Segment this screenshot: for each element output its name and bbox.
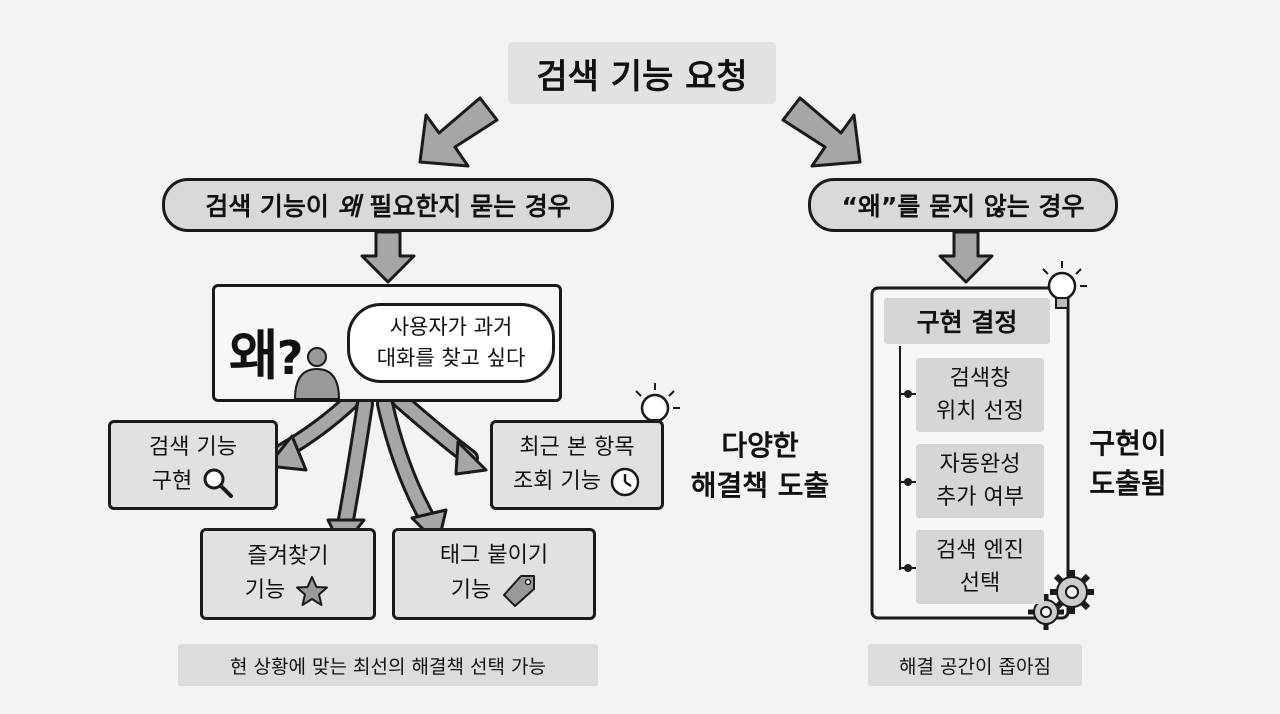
implementation-derived-line-1: 구현이 bbox=[1089, 427, 1167, 460]
gears-icon bbox=[1028, 570, 1094, 630]
impl-item-3-line-2: 선택 bbox=[959, 571, 1001, 596]
option-recent-row-2: 조회 기능 bbox=[513, 465, 641, 499]
star-icon bbox=[296, 576, 329, 606]
lightbulb-icon bbox=[1042, 261, 1087, 309]
impl-item-3-line-1: 검색 엔진 bbox=[936, 538, 1024, 563]
option-favorites-line-2: 기능 bbox=[244, 578, 286, 603]
arrow-right-pill-down bbox=[938, 230, 994, 284]
left-header-emphasis: 왜 bbox=[337, 192, 361, 221]
option-tags-line-1: 태그 붙이기 bbox=[439, 543, 549, 568]
diverse-solutions-line-1: 다양한 bbox=[721, 429, 799, 462]
person-icon bbox=[293, 347, 341, 400]
impl-bullets bbox=[900, 390, 916, 572]
bubble-line-2: 대화를 찾고 싶다 bbox=[376, 346, 526, 370]
option-tags: 태그 붙이기 기능 bbox=[392, 528, 596, 620]
clock-icon bbox=[610, 467, 640, 497]
arrow-left-pill-down bbox=[360, 230, 416, 284]
left-header-after: 필요한지 묻는 경우 bbox=[360, 192, 571, 221]
diverse-solutions-line-2: 해결책 도출 bbox=[690, 469, 830, 502]
option-tags-row-2: 기능 bbox=[451, 573, 537, 609]
option-favorites-row-2: 기능 bbox=[245, 574, 331, 608]
impl-item-1-line-1: 검색창 bbox=[949, 366, 1011, 391]
fan-arrows bbox=[273, 391, 479, 534]
impl-item: 검색창 위치 선정 bbox=[916, 358, 1044, 432]
impl-decision-title: 구현 결정 bbox=[884, 298, 1050, 344]
impl-item-2-line-2: 추가 여부 bbox=[936, 485, 1024, 510]
left-case-header: 검색 기능이 왜 필요한지 묻는 경우 bbox=[162, 178, 614, 232]
option-recent-line-2: 조회 기능 bbox=[513, 469, 601, 494]
option-search-line-1: 검색 기능 bbox=[149, 435, 237, 460]
left-note: 현 상황에 맞는 최선의 해결책 선택 가능 bbox=[178, 644, 598, 686]
impl-item-2-line-1: 자동완성 bbox=[939, 452, 1021, 477]
implementation-derived-line-2: 도출됨 bbox=[1089, 467, 1167, 500]
implementation-derived-label: 구현이 도출됨 bbox=[1078, 424, 1178, 504]
impl-item: 자동완성 추가 여부 bbox=[916, 444, 1044, 518]
bubble-line-1: 사용자가 과거 bbox=[389, 315, 513, 339]
right-note: 해결 공간이 좁아짐 bbox=[868, 644, 1082, 686]
tag-icon bbox=[503, 575, 536, 607]
option-favorites: 즐겨찾기 기능 bbox=[200, 528, 376, 620]
option-search-line-2: 구현 bbox=[151, 469, 193, 494]
why-box: 왜? 사용자가 과거 대화를 찾고 싶다 bbox=[212, 284, 562, 402]
question-mark-icon: ? bbox=[276, 331, 304, 385]
why-label: 왜? bbox=[229, 311, 304, 390]
left-header-before: 검색 기능이 bbox=[205, 192, 338, 221]
option-recent-line-1: 최근 본 항목 bbox=[519, 435, 635, 460]
option-search: 검색 기능 구현 bbox=[108, 420, 278, 510]
magnifier-icon bbox=[203, 468, 234, 498]
page-title: 검색 기능 요청 bbox=[508, 42, 776, 104]
option-favorites-line-1: 즐겨찾기 bbox=[247, 544, 329, 569]
why-text: 왜 bbox=[229, 324, 279, 387]
option-recent: 최근 본 항목 조회 기능 bbox=[490, 420, 664, 510]
speech-bubble: 사용자가 과거 대화를 찾고 싶다 bbox=[347, 303, 555, 383]
arrow-title-to-right bbox=[781, 96, 862, 168]
impl-item: 검색 엔진 선택 bbox=[916, 530, 1044, 604]
right-case-header: “왜”를 묻지 않는 경우 bbox=[808, 178, 1118, 232]
impl-item-1-line-2: 위치 선정 bbox=[936, 399, 1024, 424]
option-search-row-2: 구현 bbox=[152, 465, 234, 499]
option-tags-line-2: 기능 bbox=[450, 578, 492, 603]
diverse-solutions-label: 다양한 해결책 도출 bbox=[680, 426, 840, 506]
arrow-title-to-left bbox=[418, 96, 499, 168]
